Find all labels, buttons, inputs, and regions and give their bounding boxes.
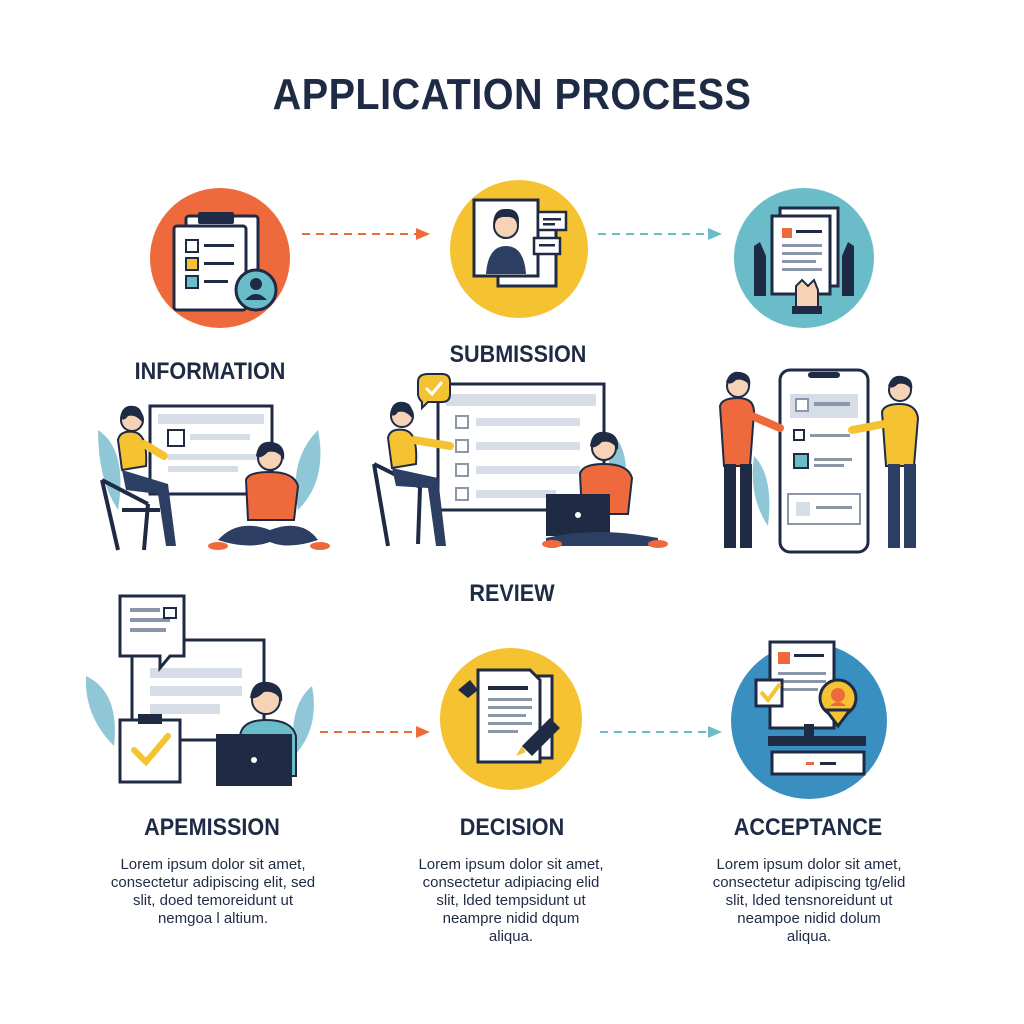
profile-chat-icon <box>450 180 588 318</box>
step-label-submission: SUBMISSION <box>449 341 587 368</box>
online-form-illustration <box>372 373 668 548</box>
step-label-apemission: APEMISSION <box>144 814 280 841</box>
mobile-profile-illustration <box>718 368 920 554</box>
checklist-laptop-icon <box>85 594 314 786</box>
arrow-right-icon <box>320 726 430 738</box>
document-hands-icon <box>734 188 874 328</box>
team-screen-illustration <box>98 404 330 551</box>
step-description-acceptance: Lorem ipsum dolor sit amet, consectetur … <box>712 856 906 945</box>
clipboard-person-icon <box>150 188 290 328</box>
arrow-right-icon <box>600 726 722 738</box>
arrow-right-icon <box>598 228 722 240</box>
step-label-review: REVIEW <box>469 580 555 607</box>
arrow-right-icon <box>302 228 430 240</box>
page-title: APPLICATION PROCESS <box>272 70 752 119</box>
step-label-acceptance: ACCEPTANCE <box>733 814 883 841</box>
step-label-decision: DECISION <box>459 814 565 841</box>
step-label-information: INFORMATION <box>134 358 286 385</box>
document-pen-icon <box>440 648 582 790</box>
monitor-location-icon <box>731 640 887 799</box>
step-description-apemission: Lorem ipsum dolor sit amet, consectetur … <box>110 856 316 927</box>
step-description-decision: Lorem ipsum dolor sit amet, consectetur … <box>418 856 604 945</box>
